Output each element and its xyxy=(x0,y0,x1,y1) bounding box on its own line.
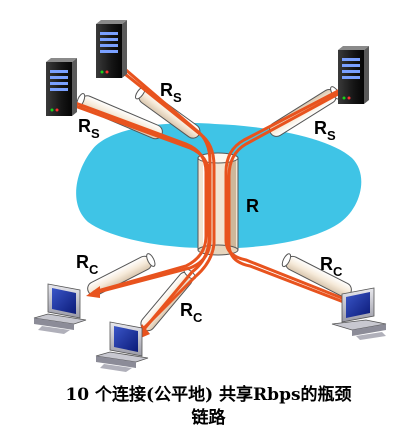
server-icon xyxy=(338,46,369,104)
traffic-flows xyxy=(60,56,356,336)
pc-icon xyxy=(33,283,87,334)
link-label-server-right: RS xyxy=(314,118,336,143)
figure-caption: 10 个连接(公平地) 共享Rbps的瓶颈 链路 xyxy=(0,384,417,430)
server-icon xyxy=(96,20,127,78)
link-label-server-upper-left: RS xyxy=(160,80,182,105)
link-label-client-right: RC xyxy=(320,254,343,279)
bottleneck-pipe xyxy=(197,152,239,256)
link-label-client-left: RC xyxy=(76,252,99,277)
server-icon xyxy=(46,58,77,116)
link-label-bottleneck: R xyxy=(246,196,259,216)
pc-icon xyxy=(331,287,387,340)
caption-line-1: 10 个连接(公平地) 共享Rbps的瓶颈 xyxy=(65,385,352,405)
link-label-server-lower-left: RS xyxy=(78,116,100,141)
link-label-client-middle: RC xyxy=(180,300,203,325)
caption-line-2: 链路 xyxy=(191,408,226,428)
pc-icon xyxy=(95,321,149,372)
